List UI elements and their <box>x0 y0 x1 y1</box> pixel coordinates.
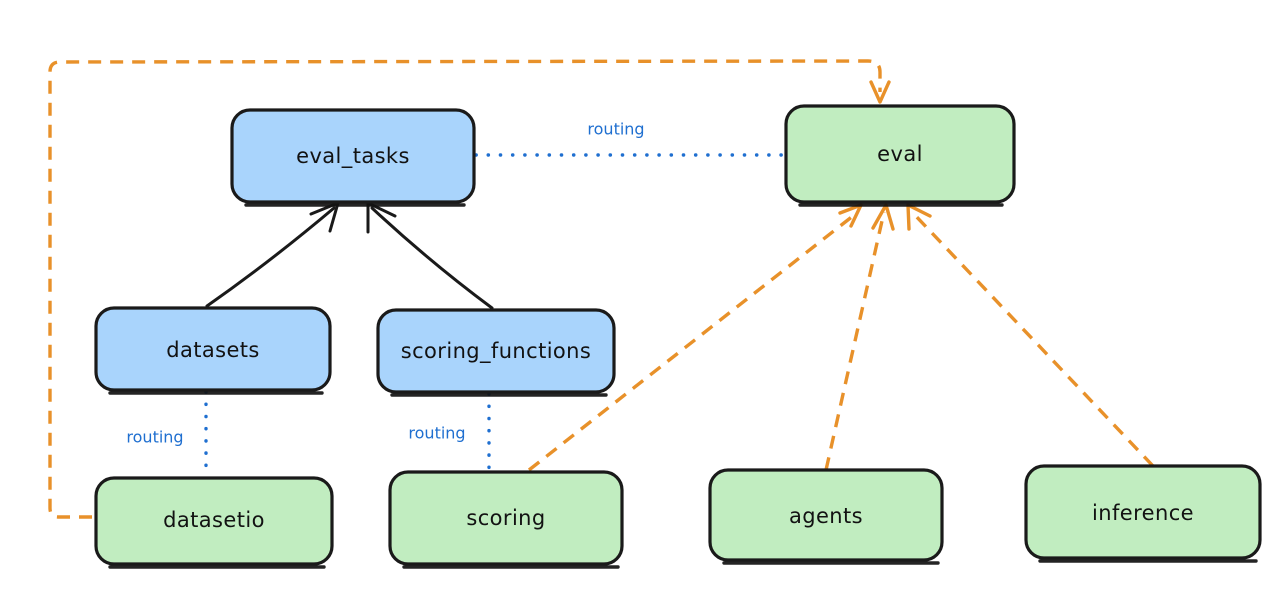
edge-eval-to-datasetio-path <box>48 59 882 519</box>
edge-eval-to-datasetio <box>48 59 891 519</box>
node-scoring-box[interactable] <box>388 470 624 566</box>
node-agents-label: agents <box>789 504 863 528</box>
edge-label-routing-1: routing <box>587 120 644 139</box>
node-scoring-label: scoring <box>466 506 545 530</box>
node-scoring-functions-box[interactable] <box>376 308 616 394</box>
node-datasetio-box[interactable] <box>94 476 334 566</box>
edge-agents-to-eval-arrowhead <box>871 203 895 231</box>
edge-agents-to-eval <box>824 203 895 471</box>
node-eval-tasks-box[interactable] <box>230 108 476 204</box>
edge-datasets-to-eval-tasks <box>205 201 340 308</box>
node-agents-box[interactable] <box>708 468 944 562</box>
node-inference-box[interactable] <box>1024 464 1262 560</box>
node-scoring-functions[interactable]: scoring_functions <box>376 308 616 397</box>
node-inference[interactable]: inference <box>1024 464 1262 563</box>
edge-scoring-functions-to-eval-tasks <box>366 201 494 310</box>
edge-label-routing-3: routing <box>408 424 465 443</box>
edge-eval-tasks-to-eval: routing <box>474 120 786 157</box>
node-eval[interactable]: eval <box>784 104 1016 207</box>
node-eval-tasks[interactable]: eval_tasks <box>230 108 476 207</box>
node-datasets-box[interactable] <box>94 306 332 392</box>
node-eval-box[interactable] <box>784 104 1016 204</box>
edge-scoring-functions-to-scoring: routing <box>408 392 491 472</box>
node-scoring-functions-label: scoring_functions <box>401 339 591 364</box>
edge-scoring-functions-to-eval-tasks-path <box>370 206 494 310</box>
node-agents[interactable]: agents <box>708 468 944 565</box>
node-eval-label: eval <box>877 142 923 166</box>
node-inference-label: inference <box>1092 501 1194 525</box>
node-datasets-label: datasets <box>166 338 260 362</box>
node-datasetio-label: datasetio <box>163 508 265 532</box>
edge-scoring-to-eval-path <box>527 210 860 472</box>
node-datasetio[interactable]: datasetio <box>94 476 334 569</box>
node-eval-tasks-label: eval_tasks <box>296 144 410 169</box>
edge-agents-to-eval-path <box>824 211 886 471</box>
edge-inference-to-eval-path <box>910 210 1155 468</box>
edge-inference-to-eval <box>906 203 1155 468</box>
edge-datasets-to-eval-tasks-path <box>205 206 336 308</box>
edge-datasets-to-datasetio: routing <box>126 390 208 478</box>
edge-eval-to-datasetio-arrowhead <box>869 80 891 104</box>
node-datasets[interactable]: datasets <box>94 306 332 395</box>
edge-label-routing-2: routing <box>126 428 183 447</box>
node-scoring[interactable]: scoring <box>388 470 624 569</box>
